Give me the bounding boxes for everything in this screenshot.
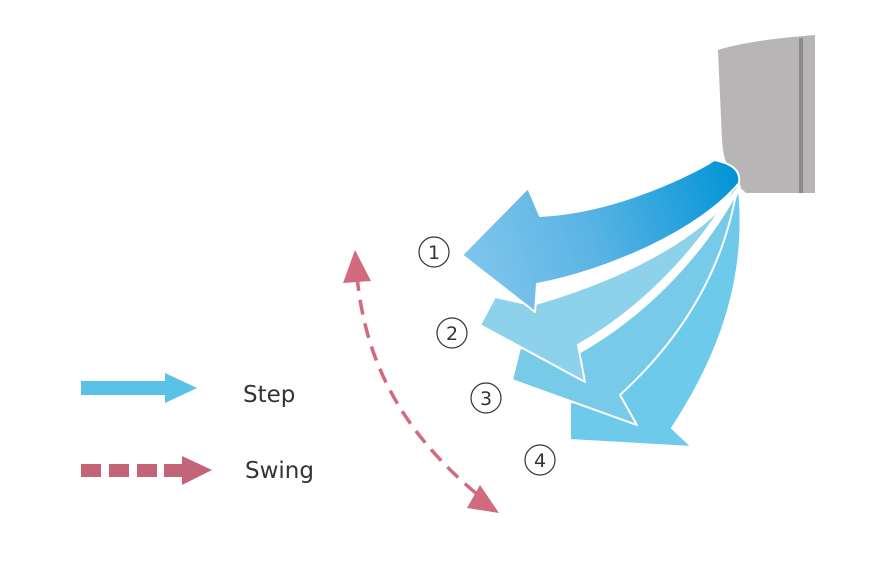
swing-arrowhead-down: [467, 485, 499, 513]
airflow-position-1: [461, 159, 741, 313]
svg-text:1: 1: [428, 242, 440, 264]
legend-swing: Swing: [81, 456, 314, 485]
svg-text:2: 2: [446, 323, 458, 345]
legend-step-label: Step: [243, 382, 295, 408]
solid-arrow-icon: [81, 373, 197, 403]
position-label-4: 4: [524, 444, 556, 476]
legend-step: Step: [81, 373, 295, 408]
svg-text:4: 4: [534, 450, 546, 472]
swing-range-line: [355, 275, 480, 497]
air-conditioner-icon: [718, 35, 815, 193]
dashed-arrow-icon: [81, 456, 212, 485]
svg-text:3: 3: [480, 388, 492, 410]
airflow-position-2: [479, 179, 739, 383]
position-label-2: 2: [436, 317, 468, 349]
position-label-3: 3: [470, 382, 502, 414]
position-label-1: 1: [418, 236, 450, 268]
ac-unit-stripe: [799, 38, 803, 193]
ac-unit-body: [718, 35, 815, 193]
swing-arrowhead-up: [343, 250, 371, 283]
swing-range-arrow: [343, 250, 499, 513]
legend-swing-label: Swing: [245, 458, 314, 484]
